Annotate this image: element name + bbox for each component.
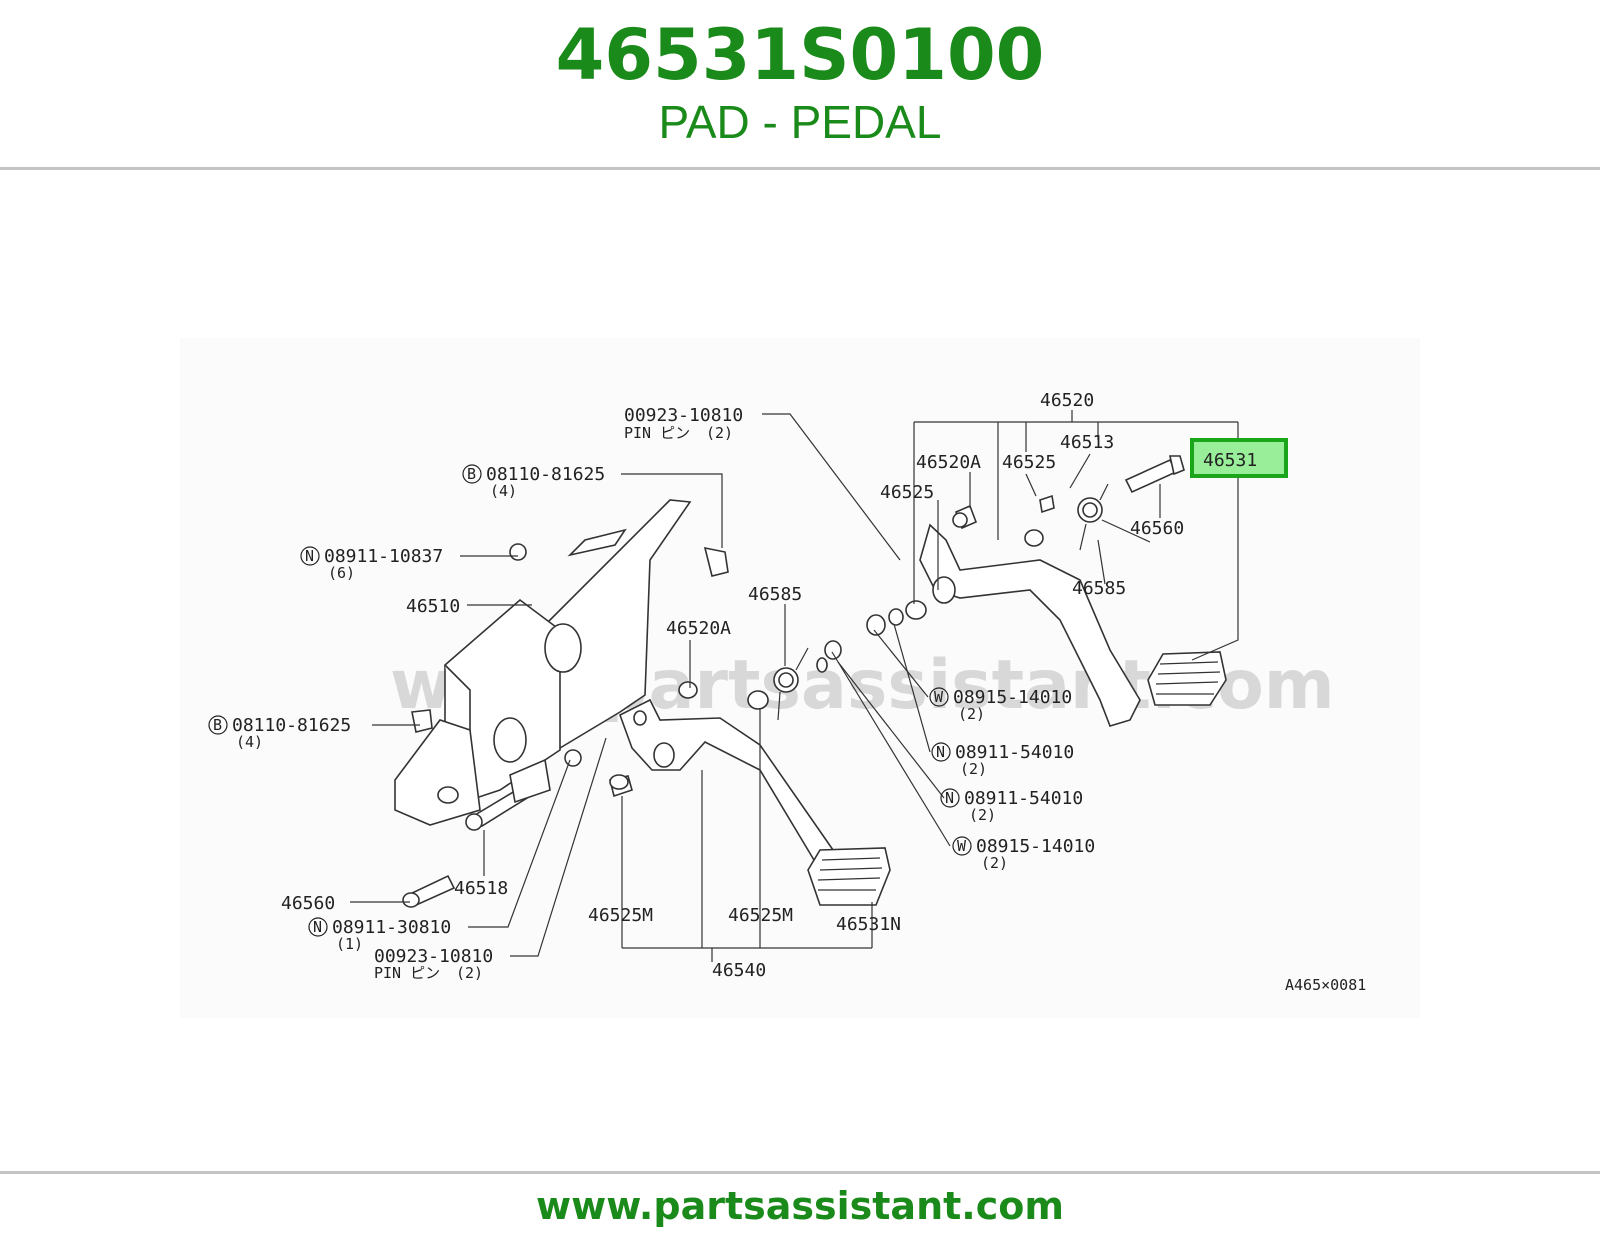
label-nut-2-qty: (2) [969,806,996,824]
label-46585-right: 46585 [1072,578,1126,599]
label-46518: 46518 [454,878,508,899]
label-46560-right: 46560 [1130,518,1184,539]
circle-b-icon: B [208,715,228,735]
label-nut-top-code: 08911-10837 [324,546,443,567]
label-washer-1-code: 08915-14010 [953,687,1072,708]
svg-text:W: W [934,688,944,706]
callout-labels: 46520 46513 46520A 46525 46525 46560 465… [208,390,1366,994]
label-46525-right-2: 46525 [880,482,934,503]
label-46520A-right: 46520A [916,452,981,473]
label-bolt-top-qty: (4) [490,482,517,500]
part-number-title: 46531S0100 [555,14,1045,96]
svg-text:N: N [305,547,314,565]
label-46540: 46540 [712,960,766,981]
reference-code: A465×0081 [1285,976,1366,994]
label-nut-3-qty: (1) [336,935,363,953]
label-46525-right-1: 46525 [1002,452,1056,473]
label-46513: 46513 [1060,432,1114,453]
label-46510: 46510 [406,596,460,617]
part-name-subtitle: PAD - PEDAL [658,96,942,148]
circle-b-icon: B [462,464,482,484]
label-bolt-bottom-code: 08110-81625 [232,715,351,736]
label-pin-top-qty: (2) [706,424,733,442]
circle-n-icon: N [931,742,951,762]
label-46585-left: 46585 [748,584,802,605]
left-pedal-drawing [609,640,891,906]
svg-text:W: W [957,837,967,855]
circle-w-icon: W [929,687,949,707]
label-46531-highlight: 46531 [1203,450,1257,471]
label-pin-bottom-qty: (2) [456,964,483,982]
pedal-bracket-drawing [394,499,729,908]
label-bolt-bottom-qty: (4) [236,733,263,751]
label-46525M-1: 46525M [588,905,653,926]
svg-text:B: B [213,716,222,734]
svg-text:N: N [936,743,945,761]
svg-text:N: N [313,918,322,936]
label-pin-bottom-desc: PIN ピン [374,964,440,982]
label-46525M-2: 46525M [728,905,793,926]
label-nut-3-code: 08911-30810 [332,917,451,938]
label-washer-2-qty: (2) [981,854,1008,872]
label-nut-2-code: 08911-54010 [964,788,1083,809]
label-pin-top-code: 00923-10810 [624,405,743,426]
footer-divider [0,1171,1600,1174]
site-url-link[interactable]: www.partsassistant.com [536,1184,1064,1228]
circle-n-icon: N [308,917,328,937]
label-pin-top-desc: PIN ピン [624,424,690,442]
label-nut-1-code: 08911-54010 [955,742,1074,763]
label-46520: 46520 [1040,390,1094,411]
label-46560-left: 46560 [281,893,335,914]
label-nut-1-qty: (2) [960,760,987,778]
header-divider [0,167,1600,170]
label-washer-1-qty: (2) [958,705,985,723]
circle-w-icon: W [952,836,972,856]
label-46520A-left: 46520A [666,618,731,639]
highlighted-part-46531[interactable]: 46531 [1190,438,1288,478]
svg-text:N: N [945,789,954,807]
label-nut-top-qty: (6) [328,564,355,582]
label-46531N: 46531N [836,914,901,935]
circle-n-icon: N [300,546,320,566]
label-washer-2-code: 08915-14010 [976,836,1095,857]
label-pin-bottom-code: 00923-10810 [374,946,493,967]
label-bolt-top-code: 08110-81625 [486,464,605,485]
leader-lines [350,410,1239,962]
svg-text:B: B [467,465,476,483]
circle-n-icon: N [940,788,960,808]
